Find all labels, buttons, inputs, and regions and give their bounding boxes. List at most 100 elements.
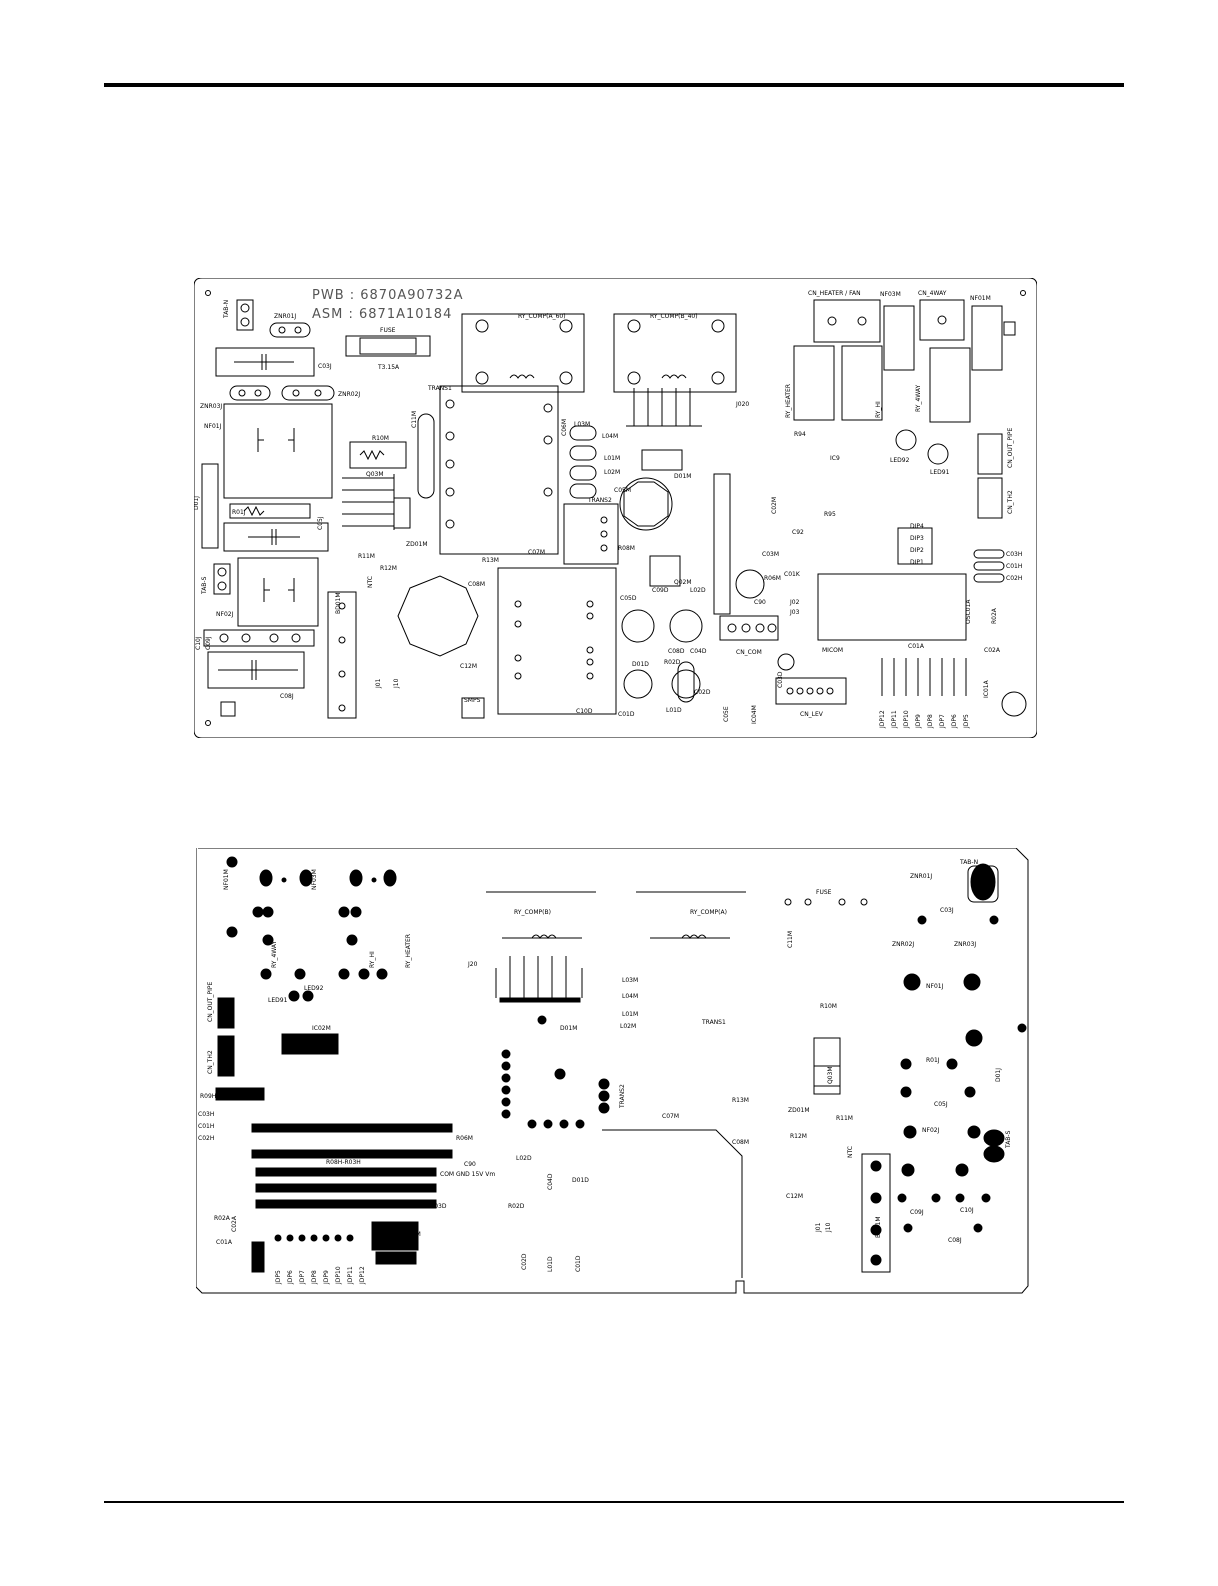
- bottom-jumper-label: JDP10: [335, 1266, 342, 1285]
- top-label-l01d: L01D: [666, 707, 682, 714]
- bottom-label-c12m: C12M: [786, 1193, 803, 1200]
- top-label-trans1: TRANS1: [427, 385, 452, 392]
- top-label-cn-heater-fan: CN_HEATER / FAN: [808, 290, 861, 297]
- top-label-c03m: C03M: [762, 551, 779, 558]
- top-jumper-label: JDP11: [891, 710, 898, 729]
- top-label-ic9: IC9: [830, 455, 840, 462]
- bottom-label-l02d: L02D: [516, 1155, 532, 1162]
- top-label-c02m: C02M: [771, 497, 778, 514]
- bottom-label-c90: C90: [464, 1161, 476, 1168]
- top-label-j01: J01: [375, 678, 382, 689]
- top-label-c08j: C08J: [280, 693, 294, 700]
- top-label-ic04m: IC04M: [751, 705, 758, 724]
- bottom-label-nf01j: NF01J: [926, 983, 944, 990]
- top-label-j10: J10: [393, 678, 400, 689]
- top-label-fuse: FUSE: [380, 327, 396, 334]
- asm-label: ASM : 6871A10184: [312, 307, 452, 322]
- micom-ic: [817, 573, 967, 641]
- top-jumper-label: JDP6: [951, 714, 958, 729]
- top-label-c08m: C08M: [468, 581, 485, 588]
- tab-n-terminal: [236, 299, 254, 331]
- top-label-c12m: C12M: [460, 663, 477, 670]
- bottom-label-nf02j: NF02J: [922, 1127, 940, 1134]
- bottom-label-d01j: D01J: [995, 1068, 1002, 1082]
- top-label-c90: C90: [754, 599, 766, 606]
- top-label-znr02j: ZNR02J: [338, 391, 360, 398]
- top-label-r10m: R10M: [372, 435, 389, 442]
- top-jumper-label: JDP5: [963, 714, 970, 729]
- bottom-label-j20: J20: [467, 961, 478, 968]
- bottom-label-ntc: NTC: [847, 1146, 854, 1158]
- top-label-c05j: C05J: [317, 516, 324, 530]
- bottom-label-r12m: R12M: [790, 1133, 807, 1140]
- top-label-tab-s: TAB-S: [201, 576, 208, 595]
- top-label-nf03m: NF03M: [880, 291, 901, 298]
- top-label-d01d: D01D: [632, 661, 649, 668]
- top-jumper-label: JDP9: [915, 714, 922, 729]
- bottom-label-c03d: C03D: [430, 1203, 447, 1210]
- top-label-trans2: TRANS2: [587, 497, 612, 504]
- page-header-rule: [104, 83, 1124, 87]
- bottom-label-c09j: C09J: [910, 1209, 924, 1216]
- bottom-label-l01m: L01M: [622, 1011, 638, 1018]
- ry-4way-relay: [929, 347, 971, 423]
- bottom-label-c11m: C11M: [787, 931, 794, 948]
- top-label-r08m: R08M: [618, 545, 635, 552]
- bottom-label-fuse: FUSE: [816, 889, 832, 896]
- bottom-label-ry-hi: RY_HI: [369, 951, 376, 968]
- top-label-r13m: R13M: [482, 557, 499, 564]
- bottom-jumper-label: JDP6: [287, 1270, 294, 1285]
- page-footer-rule: [104, 1501, 1124, 1503]
- bottom-label-r11m: R11M: [836, 1115, 853, 1122]
- top-jumper-label: JDP10: [903, 710, 910, 729]
- bottom-label-d01m: D01M: [560, 1025, 577, 1032]
- bottom-label-ry-heater: RY_HEATER: [405, 934, 412, 968]
- bottom-label-tab-s: TAB-S: [1005, 1130, 1012, 1149]
- top-label-c05e: C05E: [723, 706, 730, 722]
- top-label-ntc: NTC: [367, 576, 374, 588]
- bottom-label-c08j: C08J: [948, 1237, 962, 1244]
- top-label-zd01m: ZD01M: [406, 541, 428, 548]
- top-label-c04d: C04D: [690, 648, 707, 655]
- top-label-dip3: DIP3: [910, 535, 924, 542]
- top-label-d01m: D01M: [674, 473, 691, 480]
- top-label-c09j: C09J: [205, 636, 212, 650]
- top-label-c01h: C01H: [1006, 563, 1022, 570]
- top-label-dip4: DIP4: [910, 523, 924, 530]
- bottom-label-nf03m: NF03M: [311, 869, 318, 890]
- bottom-label-r08h-r03h: R08H-R03H: [326, 1159, 361, 1166]
- top-label-led91: LED91: [930, 469, 950, 476]
- top-label-bd01m: BD01M: [335, 592, 342, 614]
- top-label-c02a: C02A: [984, 647, 1001, 654]
- top-label-c11m: C11M: [411, 411, 418, 428]
- top-label-l02m: L02M: [604, 469, 620, 476]
- top-label-fuse-rating: T3.15A: [377, 364, 400, 371]
- top-label-nf02j: NF02J: [216, 611, 234, 618]
- top-label-l04m: L04M: [602, 433, 618, 440]
- top-label-cn-4way: CN_4WAY: [918, 290, 947, 297]
- bottom-label-cn-th2: CN_TH2: [207, 1050, 214, 1074]
- bottom-jumper-label: JDP8: [311, 1270, 318, 1285]
- top-label-q03m: Q03M: [366, 471, 384, 478]
- bottom-label-bd01m: BD01M: [875, 1216, 882, 1238]
- pcb-top-view: PWB : 6870A90732A ASM : 6871A10184 TAB-N…: [194, 278, 1037, 738]
- bottom-label-znr03j: ZNR03J: [954, 941, 976, 948]
- bottom-label-trans1: TRANS1: [701, 1019, 726, 1026]
- top-label-c09d: C09D: [652, 587, 669, 594]
- top-label-c07m: C07M: [528, 549, 545, 556]
- top-label-c03d: C03D: [777, 671, 784, 688]
- top-label-cn-out-pipe: CN_OUT_PIPE: [1007, 428, 1014, 468]
- bottom-label-c03j: C03J: [940, 907, 954, 914]
- top-jumper-label: JDP7: [939, 714, 946, 729]
- bottom-label-nf01m: NF01M: [223, 869, 230, 890]
- bottom-jumper-label: JDP7: [299, 1270, 306, 1285]
- bottom-label-c10j: C10J: [960, 1207, 974, 1214]
- top-label-osc01a: OSC01A: [965, 599, 972, 624]
- top-label-r02d: R02D: [664, 659, 681, 666]
- bottom-label-ic02m: IC02M: [312, 1025, 331, 1032]
- board-outline: [194, 278, 1037, 738]
- screw-hole: [1001, 691, 1027, 717]
- bottom-label-ry-4way: RY_4WAY: [271, 940, 278, 968]
- bottom-jumper-label: JDP11: [347, 1266, 354, 1285]
- bottom-label-c04d: C04D: [547, 1173, 554, 1190]
